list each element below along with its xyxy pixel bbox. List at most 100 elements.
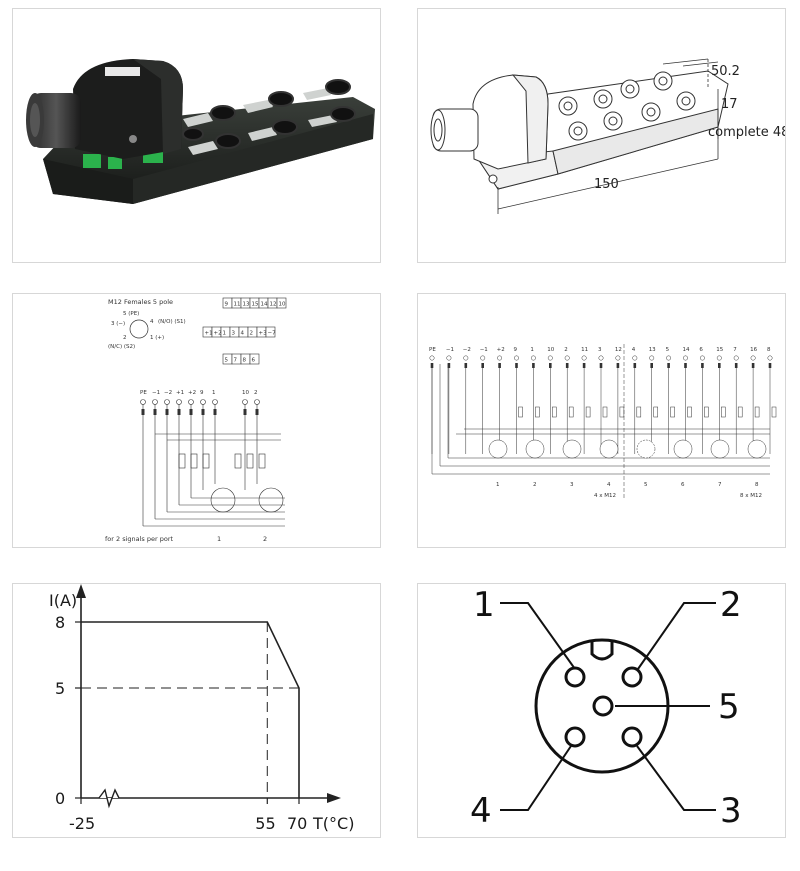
- terminal-clamp: [734, 363, 738, 368]
- led-resistor: [737, 406, 743, 418]
- led-resistor: [602, 406, 608, 418]
- pinout-panel: 1 2 5 4 3: [417, 583, 786, 838]
- led-resistor: [721, 406, 726, 418]
- terminal-symbol: [767, 355, 773, 361]
- terminal-label: 9: [200, 390, 204, 396]
- connector-key: [590, 640, 614, 661]
- terminal-label: PE: [429, 347, 436, 353]
- dim-depth: 50.2: [711, 64, 740, 79]
- pin-label-3: 3: [720, 791, 742, 831]
- dimension-drawing-panel: 50.2 17 complete 48 150: [417, 8, 786, 263]
- terminal-box-label: +1: [205, 331, 213, 337]
- terminal-clamp: [684, 363, 687, 368]
- y-axis-label: I(A): [49, 591, 77, 610]
- product-photo-panel: [12, 8, 381, 263]
- terminal-symbol: [188, 399, 194, 405]
- dim-height: 17: [721, 97, 738, 112]
- axis-break: [98, 788, 120, 809]
- pin-label-1: 1: [473, 585, 495, 625]
- led-resistor: [552, 406, 557, 418]
- terminal-box-label: 11: [234, 302, 241, 308]
- terminal-clamp: [616, 363, 620, 368]
- terminal-label: 11: [581, 347, 588, 353]
- port-socket: [710, 439, 730, 459]
- terminal-label: −2: [164, 390, 172, 396]
- terminal-label: 8: [767, 347, 771, 353]
- terminal-label: +2: [497, 347, 505, 353]
- terminal-box-label: 2: [250, 331, 254, 337]
- terminal-label: 10: [242, 390, 249, 396]
- terminal-clamp: [447, 363, 451, 368]
- y-tick-label: 8: [55, 613, 65, 632]
- led-resistor: [619, 406, 625, 418]
- led-resistor: [670, 406, 675, 418]
- terminal-symbol: [547, 355, 553, 361]
- port-socket: [525, 439, 545, 459]
- port-label: 4: [607, 482, 611, 488]
- terminal-label: −2: [463, 347, 471, 353]
- terminal-symbol: [733, 355, 739, 361]
- terminal-clamp: [599, 363, 603, 368]
- wiring-a-port-label: 2: [263, 535, 267, 543]
- terminal-box: [249, 353, 260, 365]
- port-socket: [673, 439, 693, 459]
- led-resistor: [653, 406, 658, 418]
- terminal-symbol: [446, 355, 452, 361]
- terminal-label: 6: [699, 347, 703, 353]
- terminal-symbol: [152, 399, 158, 405]
- terminal-label: 14: [683, 347, 690, 353]
- terminal-clamp: [701, 363, 704, 368]
- terminal-symbol: [750, 355, 756, 361]
- wiring-a-pin-label: 1 (+): [150, 335, 164, 341]
- port-label: 5: [644, 482, 648, 488]
- terminal-clamp: [667, 363, 670, 368]
- terminal-box-label: 13: [243, 302, 250, 308]
- terminal-clamp: [515, 363, 518, 368]
- terminal-symbol: [666, 355, 672, 361]
- wiring-a-pin-label: 5 (PE): [123, 311, 139, 317]
- terminal-label: −1: [480, 347, 488, 353]
- led-resistor: [636, 406, 642, 418]
- terminal-box-label: 1: [223, 331, 227, 337]
- x-axis-arrow: [327, 793, 341, 803]
- terminal-clamp: [549, 363, 552, 368]
- terminal-label: 13: [649, 347, 656, 353]
- terminal-clamp: [582, 363, 586, 368]
- terminal-symbol: [530, 355, 536, 361]
- x-axis-label: T(°C): [312, 814, 354, 833]
- pinout-diagram: 1 2 5 4 3: [470, 585, 742, 831]
- wiring-a-pin-label: 3 (−): [111, 321, 125, 327]
- terminal-symbol: [429, 355, 435, 361]
- terminal-label: 9: [514, 347, 518, 353]
- wiring-b-note-left: 4 x M12: [594, 493, 616, 499]
- wiring-a-title: M12 Females 5 pole: [108, 298, 173, 306]
- pin-5: [592, 695, 614, 717]
- pin-2: [621, 666, 643, 688]
- terminal-symbol: [164, 399, 170, 405]
- terminal-symbol: [242, 399, 248, 405]
- led-resistor: [704, 406, 709, 418]
- dim-length: 150: [594, 177, 619, 192]
- wiring-a-pin-label: 2: [123, 335, 127, 341]
- terminal-label: 1: [212, 390, 216, 396]
- terminal-label: 12: [615, 347, 622, 353]
- port-socket: [747, 439, 767, 459]
- leader-1: [500, 602, 576, 670]
- pin-3: [621, 726, 643, 748]
- terminal-box-label: +2: [214, 331, 222, 337]
- terminal-label: 15: [716, 347, 723, 353]
- wiring-a-pin-label: (N/O) (S1): [158, 319, 186, 325]
- terminal-symbol: [463, 355, 469, 361]
- led-resistor: [687, 406, 692, 418]
- pin-label-5: 5: [718, 687, 740, 727]
- x-tick-label: -25: [69, 814, 95, 833]
- leader-3: [636, 745, 716, 811]
- terminal-clamp: [464, 363, 468, 368]
- terminal-symbol: [598, 355, 604, 361]
- wiring-diagram-a: M12 Females 5 pole 5 (PE) 3 (−) 4 (N/O) …: [105, 297, 287, 543]
- port-label: 1: [496, 482, 500, 488]
- pin-label-2: 2: [720, 585, 742, 625]
- terminal-label: 2: [254, 390, 258, 396]
- terminal-clamp: [633, 363, 637, 368]
